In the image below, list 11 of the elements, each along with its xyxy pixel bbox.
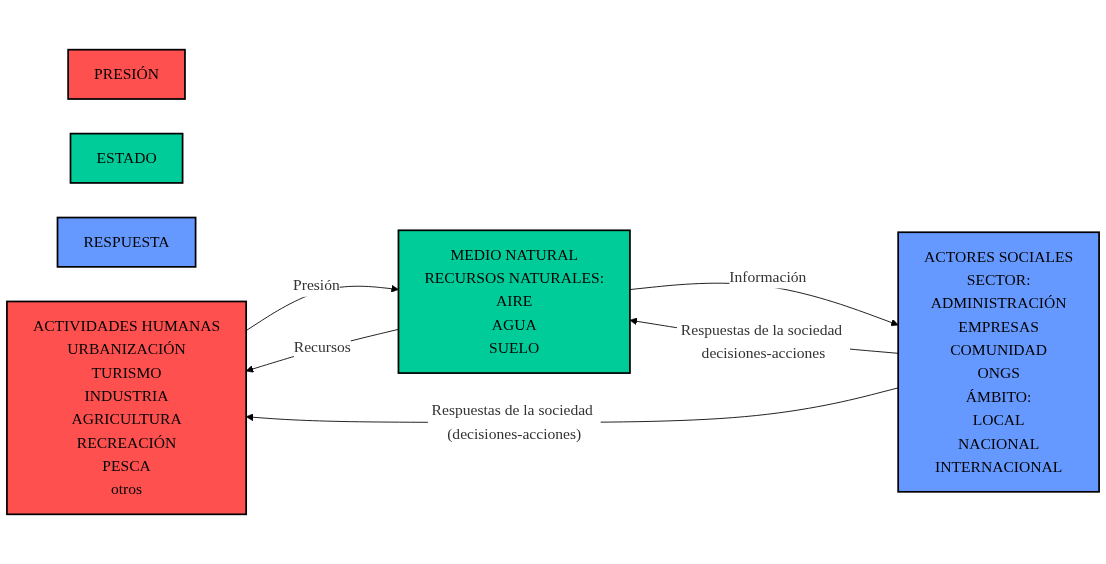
edge-label: Respuestas de la sociedad (decisiones-acciones) [431,401,593,443]
node-box: RESPUESTA [56,216,197,268]
node-box: PRESIÓN [67,48,186,100]
edge-label: Respuestas de la sociedad decisiones-acciones [680,320,843,362]
node-box: ESTADO [69,132,184,184]
edge-label: Presión [293,276,340,294]
edge-label: Información [729,267,807,286]
node-box: MEDIO NATURAL RECURSOS NATURALES: AIRE AGUA SUELO [397,229,631,374]
edge-label: Recursos [293,338,351,356]
node-box: ACTIVIDADES HUMANAS URBANIZACIÓN TURISMO INDUSTRIA AGRICULTURA RECREACIÓN PESCA otros [6,300,248,516]
node-box: ACTORES SOCIALES SECTOR: ADMINISTRACIÓN EMPRESAS COMUNIDAD ONGS ÁMBITO: LOCAL NACIONAL INTERNACIONAL [897,231,1100,493]
